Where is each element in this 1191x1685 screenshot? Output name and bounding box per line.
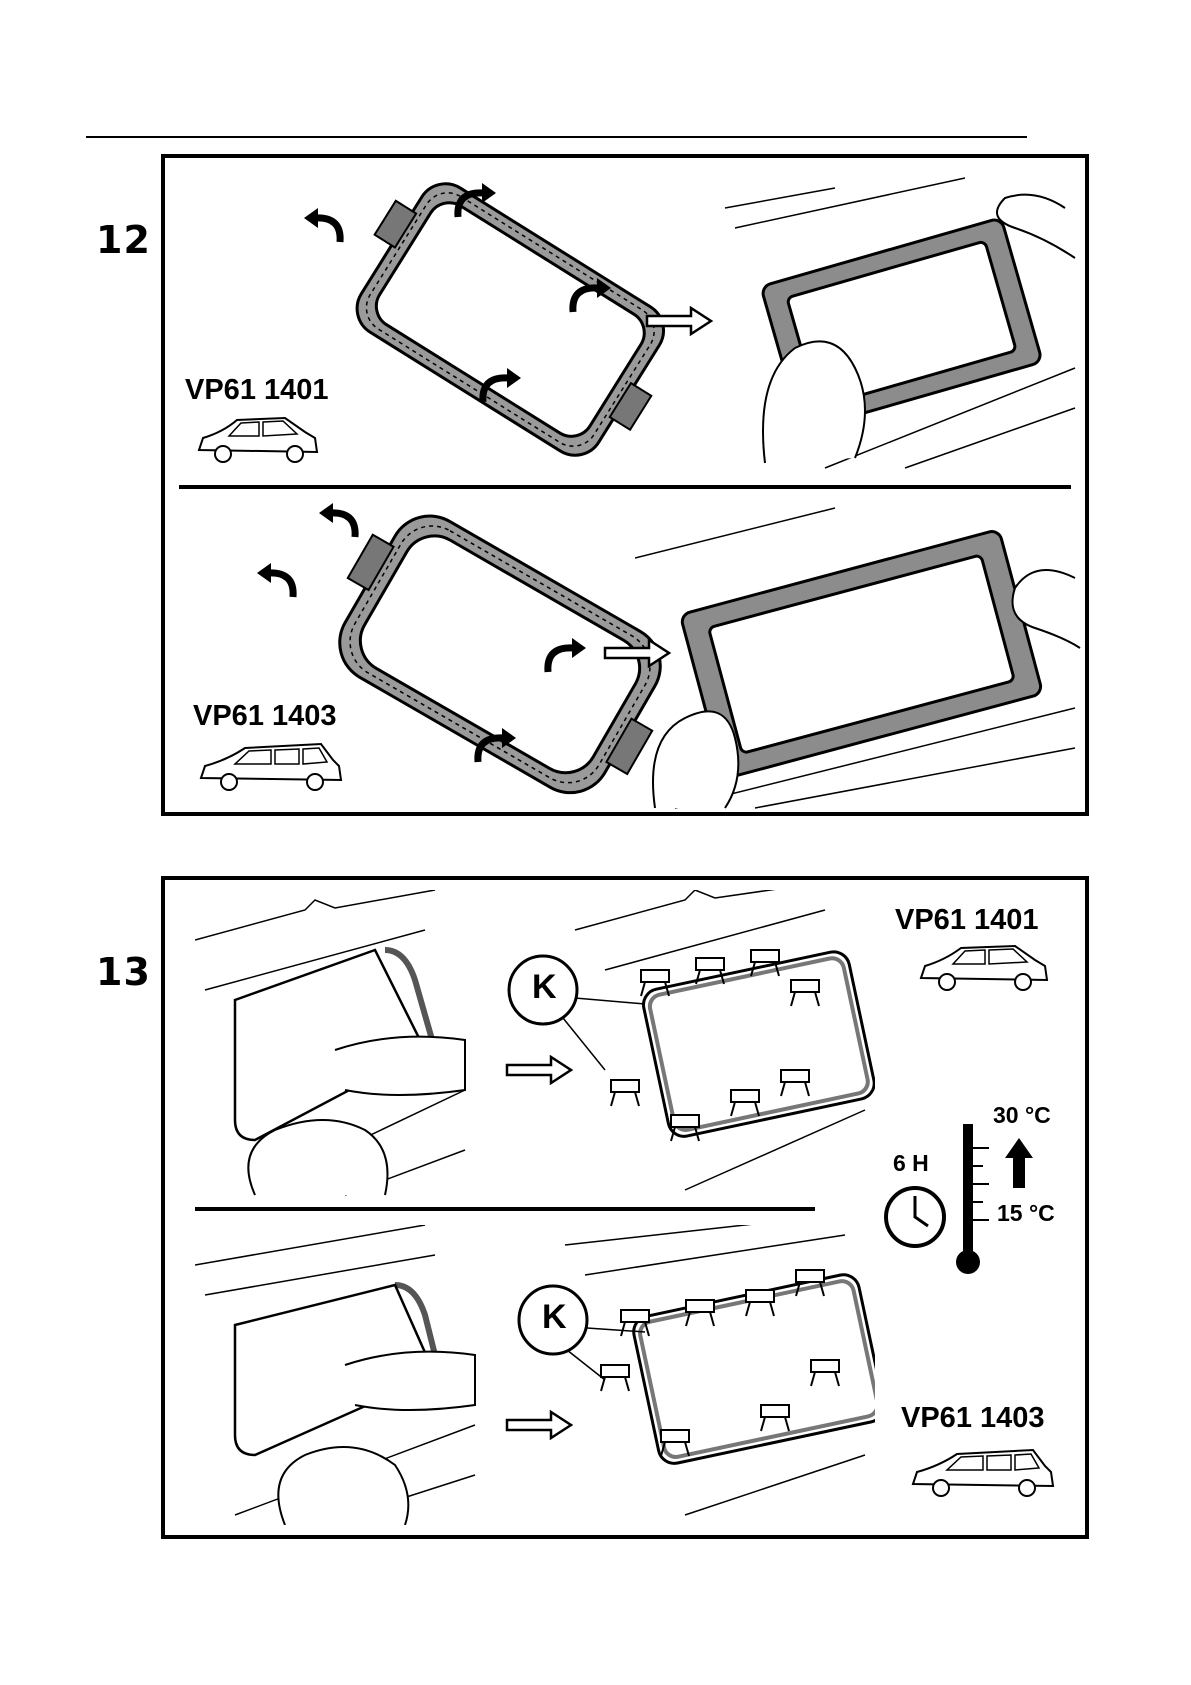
step-number-13: 13	[96, 950, 151, 994]
step-12-panel: VP61 1401 VP61 1403	[161, 154, 1089, 816]
rotate-arrow-icon	[253, 563, 303, 603]
rotate-arrow-icon	[470, 728, 520, 768]
binder-clip-icon	[725, 1080, 765, 1120]
step-number-12: 12	[96, 218, 151, 262]
thermometer-icon	[953, 1120, 1003, 1280]
variant-code-label: VP61 1401	[185, 374, 329, 407]
rotate-arrow-icon	[540, 638, 590, 678]
variant-code-label: VP61 1401	[895, 904, 1039, 937]
binder-clip-icon	[790, 1260, 830, 1300]
binder-clip-icon	[805, 1350, 845, 1390]
seal-application-1403-illustration	[195, 1225, 485, 1525]
variant-code-label: VP61 1403	[193, 700, 337, 733]
clip-callout-icon	[515, 1280, 675, 1400]
rotate-arrow-icon	[475, 368, 525, 408]
binder-clip-icon	[740, 1280, 780, 1320]
clip-callout-icon	[505, 950, 665, 1090]
clip-label: K	[532, 968, 557, 1007]
cure-time-label: 6 H	[893, 1150, 929, 1177]
binder-clip-icon	[785, 970, 825, 1010]
clock-icon	[882, 1184, 948, 1250]
binder-clip-icon	[745, 940, 785, 980]
frame-installation-1401-illustration	[705, 168, 1085, 473]
step-13-divider	[195, 1207, 815, 1211]
step-13-panel: K VP61 1401 6 H 30 °C 15 °C	[161, 876, 1089, 1539]
rotate-arrow-icon	[300, 208, 350, 248]
clip-label: K	[542, 1298, 567, 1337]
variant-code-label: VP61 1403	[901, 1402, 1045, 1435]
binder-clip-icon	[755, 1395, 795, 1435]
rotate-arrow-icon	[450, 183, 500, 223]
estate-car-icon	[195, 736, 345, 798]
frame-installation-1403-illustration	[635, 498, 1085, 813]
seal-application-1401-illustration	[195, 890, 485, 1200]
top-rule	[86, 136, 1027, 138]
estate-car-icon	[907, 1440, 1057, 1506]
hatchback-car-icon	[193, 410, 323, 470]
binder-clip-icon	[690, 948, 730, 988]
min-temp-label: 15 °C	[997, 1200, 1055, 1227]
up-arrow-icon	[1005, 1138, 1033, 1190]
rotate-arrow-icon	[315, 503, 365, 543]
rotate-arrow-icon	[565, 278, 615, 318]
binder-clip-icon	[775, 1060, 815, 1100]
hatchback-car-icon	[915, 938, 1055, 998]
binder-clip-icon	[680, 1290, 720, 1330]
binder-clip-icon	[655, 1420, 695, 1460]
binder-clip-icon	[665, 1105, 705, 1145]
max-temp-label: 30 °C	[993, 1102, 1051, 1129]
